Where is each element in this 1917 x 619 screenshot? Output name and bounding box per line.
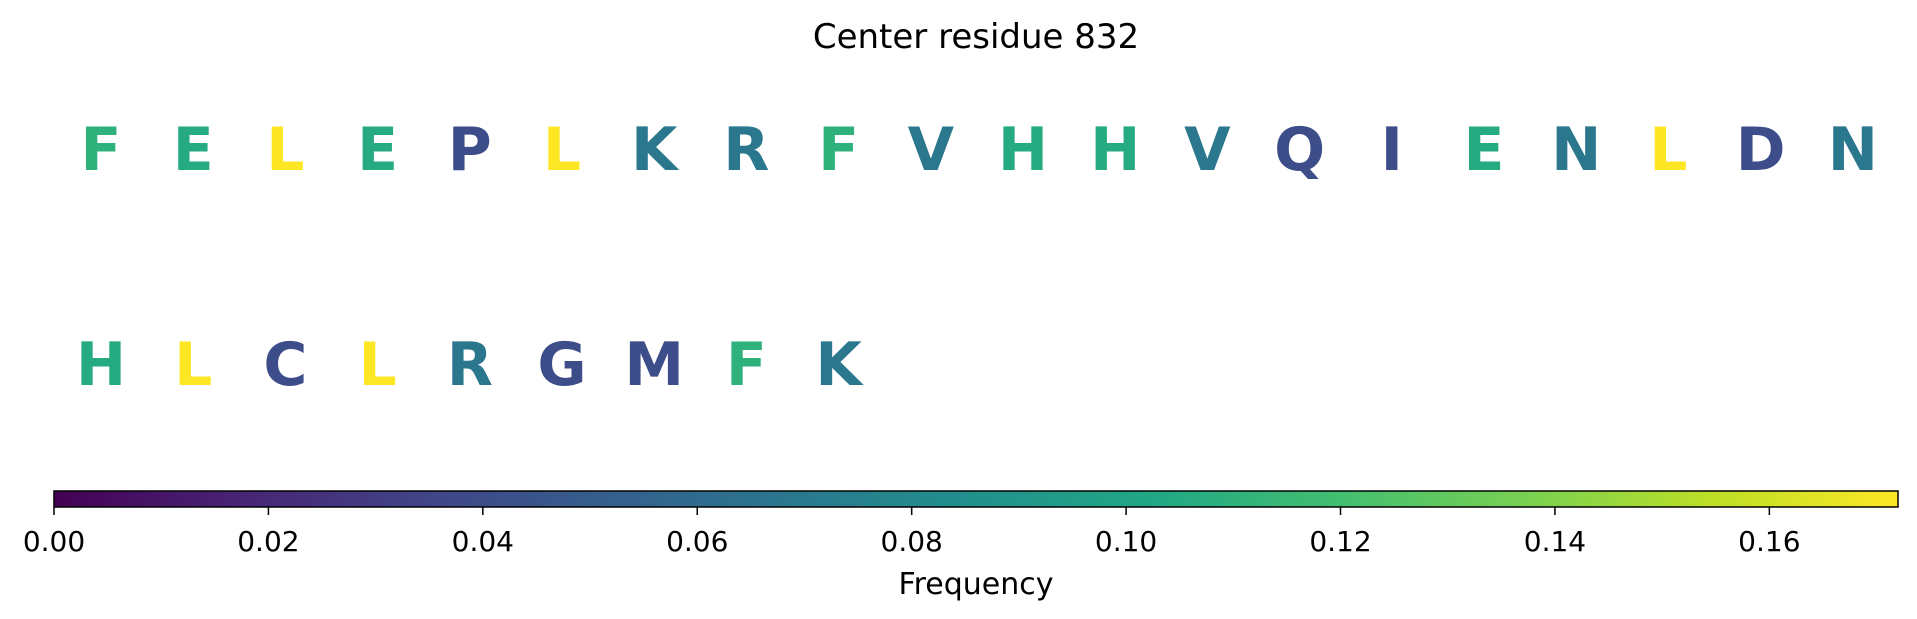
residue-letter: K (631, 115, 680, 185)
residue-letter: H (76, 330, 126, 400)
residue-letter: V (908, 115, 955, 185)
colorbar-tick-label: 0.16 (1738, 525, 1800, 558)
colorbar-tick-label: 0.14 (1524, 525, 1586, 558)
colorbar-label: Frequency (899, 567, 1054, 602)
residue-letter: F (726, 330, 767, 400)
residue-letter: V (1184, 115, 1231, 185)
colorbar-tick-label: 0.08 (881, 525, 943, 558)
residue-letter: L (174, 330, 212, 400)
residue-letter: H (998, 115, 1048, 185)
colorbar-tick-label: 0.02 (237, 525, 299, 558)
residue-letter: R (723, 115, 769, 185)
colorbar-tick-label: 0.00 (23, 525, 85, 558)
residue-letter: G (537, 330, 586, 400)
residue-letter: N (1551, 115, 1601, 185)
residue-letter: L (266, 115, 304, 185)
residue-letter: P (448, 115, 492, 185)
colorbar-tick-label: 0.12 (1309, 525, 1371, 558)
residue-letter: E (1464, 115, 1505, 185)
residue-letter: M (624, 330, 684, 400)
residue-letter: I (1381, 115, 1403, 185)
colorbar-tick-label: 0.06 (666, 525, 728, 558)
colorbar-tick-label: 0.04 (452, 525, 514, 558)
residue-letter: K (815, 330, 864, 400)
residue-letter: E (357, 115, 398, 185)
residue-letter: L (358, 330, 396, 400)
colorbar (53, 490, 1899, 508)
residue-letter: H (1090, 115, 1140, 185)
residue-letter: Q (1274, 115, 1325, 185)
residue-letter: C (263, 330, 307, 400)
residue-letter: F (81, 115, 122, 185)
colorbar-ticks: 0.00 0.02 0.04 0.06 0.08 0.10 0.12 0.14 0.16 (23, 507, 1801, 558)
residue-letter: E (173, 115, 214, 185)
chart-title: Center residue 832 (813, 17, 1139, 57)
residue-letter: L (543, 115, 581, 185)
colorbar-tick-label: 0.10 (1095, 525, 1157, 558)
residue-letter: N (1828, 115, 1878, 185)
residue-letter: L (1649, 115, 1687, 185)
residue-letter: F (818, 115, 859, 185)
residue-letter: R (447, 330, 493, 400)
residue-letter: D (1736, 115, 1786, 185)
